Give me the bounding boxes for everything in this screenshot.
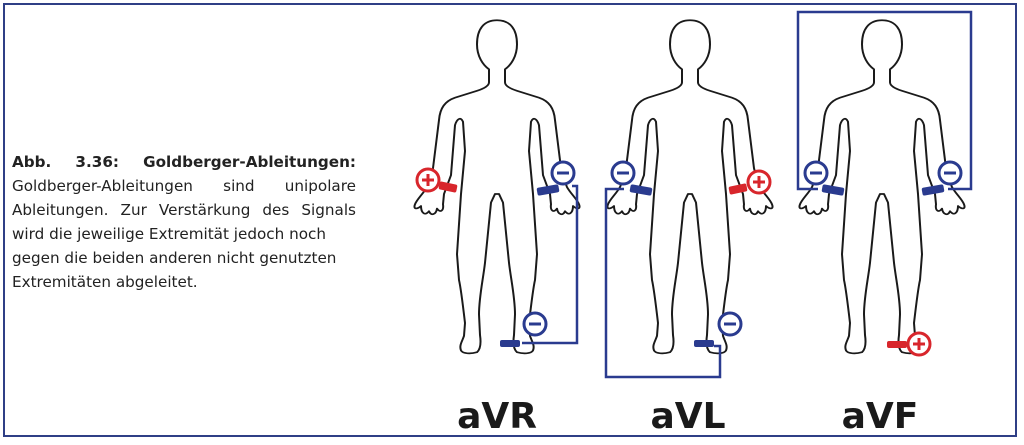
- figure-avf: aVF: [796, 10, 973, 437]
- electrode-positive-left-leg: [887, 341, 907, 348]
- minus-icon: [522, 311, 548, 337]
- minus-icon: [717, 311, 743, 337]
- figure-caption: Abb. 3.36: Goldberger-Ableitungen: Goldb…: [12, 150, 356, 294]
- caption-word: des: [262, 201, 290, 219]
- minus-icon: [803, 160, 829, 186]
- plus-icon: [906, 331, 932, 357]
- figure-avr: aVR: [413, 19, 581, 437]
- electrode-negative-left-leg: [500, 340, 520, 347]
- caption-line: Extremitäten abgeleitet.: [12, 273, 198, 291]
- minus-icon: [937, 160, 963, 186]
- electrode-negative-right-arm: [629, 184, 653, 196]
- caption-word: Signals: [301, 201, 356, 219]
- caption-number: 3.36:: [75, 153, 119, 171]
- figure-frame: [3, 3, 1017, 437]
- electrode-positive-left-arm: [728, 183, 748, 195]
- wire: [796, 10, 973, 191]
- electrode-negative-left-leg: [694, 340, 714, 347]
- wire: [522, 184, 579, 345]
- wire: [604, 187, 722, 379]
- caption-word: sind: [223, 177, 255, 195]
- caption-word: Ableitungen.: [12, 201, 109, 219]
- minus-icon: [610, 160, 636, 186]
- caption-line: Ableitungen. Zur Verstärkung des Signals: [12, 198, 356, 222]
- caption-heading: Abb. 3.36: Goldberger-Ableitungen:: [12, 150, 356, 174]
- caption-line: wird die jeweilige Extremität jedoch noc…: [12, 225, 326, 243]
- electrode-negative-left-arm: [921, 184, 945, 196]
- caption-word: Verstärkung: [158, 201, 251, 219]
- plus-icon: [415, 167, 441, 193]
- electrode-negative-right-arm: [821, 184, 845, 196]
- caption-prefix: Abb.: [12, 153, 52, 171]
- lead-label-avl: aVL: [650, 396, 725, 437]
- caption-line: Goldberger-Ableitungen sind unipolare: [12, 174, 356, 198]
- minus-icon: [550, 160, 576, 186]
- caption-word: unipolare: [284, 177, 356, 195]
- caption-word: Goldberger-Ableitungen: [12, 177, 193, 195]
- electrode-negative-left-arm: [536, 184, 560, 196]
- figure-avl: aVL: [604, 19, 774, 437]
- lead-label-avf: aVF: [842, 396, 919, 437]
- electrode-positive-right-arm: [438, 181, 458, 193]
- caption-line: gegen die beiden anderen nicht genutzten: [12, 249, 337, 267]
- plus-icon: [746, 169, 772, 195]
- caption-title: Goldberger-Ableitungen:: [143, 153, 356, 171]
- caption-word: Zur: [120, 201, 147, 219]
- lead-label-avr: aVR: [457, 396, 537, 437]
